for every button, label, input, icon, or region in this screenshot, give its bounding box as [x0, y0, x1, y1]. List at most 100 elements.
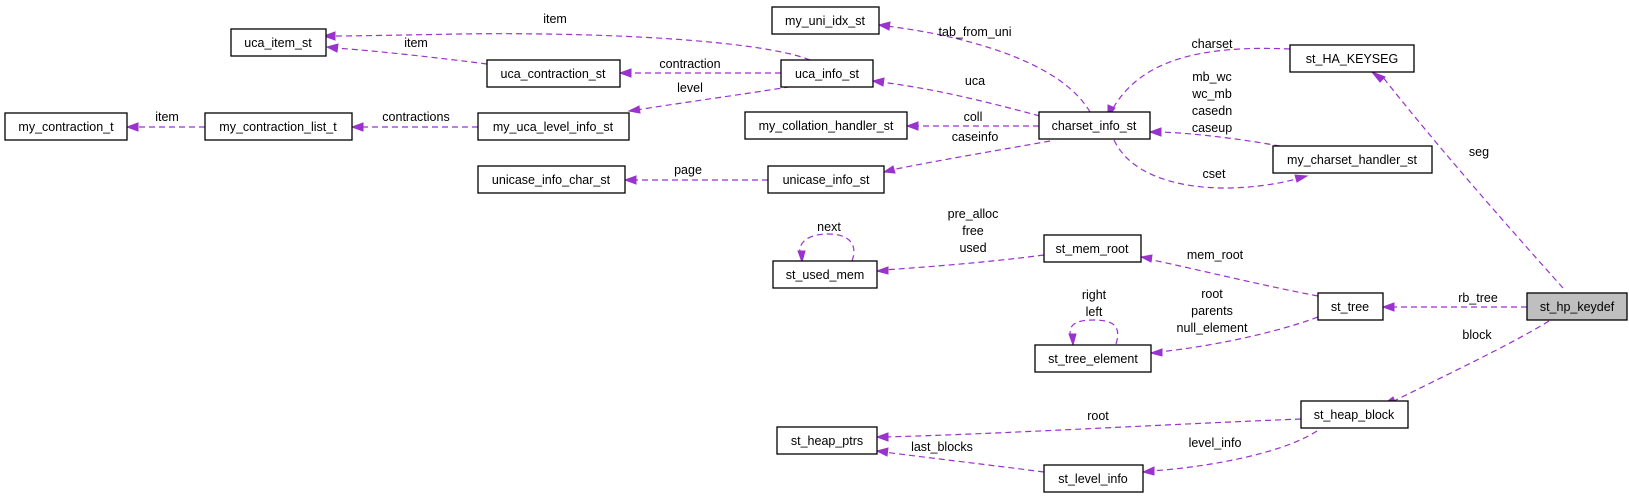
edge-caseinfo: caseinfo	[882, 130, 1051, 174]
node-label: st_heap_block	[1314, 408, 1395, 422]
edge-right-left: right left	[1068, 288, 1119, 347]
node-st-tree-element[interactable]: st_tree_element	[1034, 344, 1152, 373]
node-label: st_tree	[1331, 300, 1369, 314]
edge-funcs: mb_wc wc_mb casedn caseup	[1148, 70, 1291, 149]
edge-label-item-list: item	[155, 110, 179, 124]
node-charset-info-st[interactable]: charset_info_st	[1038, 111, 1151, 140]
node-label: my_charset_handler_st	[1287, 153, 1417, 167]
edge-coll: coll	[905, 110, 1039, 131]
edge-tree-element: root parents null_element	[1149, 287, 1319, 357]
edge-uca: uca	[871, 74, 1041, 117]
edge-label-next: next	[817, 220, 841, 234]
edge-label-root-tree: root	[1201, 287, 1223, 301]
node-uca-item-st[interactable]: uca_item_st	[230, 28, 327, 57]
edge-level: level	[627, 81, 801, 114]
node-label: uca_item_st	[244, 36, 312, 50]
node-my-contraction-t[interactable]: my_contraction_t	[4, 112, 128, 141]
edge-label-block: block	[1462, 328, 1492, 342]
node-st-ha-keyseg[interactable]: st_HA_KEYSEG	[1289, 44, 1415, 73]
node-label: unicase_info_char_st	[492, 173, 611, 187]
edge-label-wc-mb: wc_mb	[1191, 87, 1232, 101]
node-label: charset_info_st	[1052, 119, 1137, 133]
node-st-used-mem[interactable]: st_used_mem	[772, 260, 878, 289]
node-st-tree[interactable]: st_tree	[1317, 292, 1384, 321]
edge-page: page	[623, 163, 768, 185]
edge-label-last-blocks: last_blocks	[911, 440, 973, 454]
edge-block: block	[1382, 320, 1550, 405]
node-my-uca-level-info-st[interactable]: my_uca_level_info_st	[477, 112, 630, 141]
node-label: st_HA_KEYSEG	[1306, 52, 1398, 66]
node-label: st_level_info	[1058, 472, 1128, 486]
node-label: my_collation_handler_st	[759, 119, 894, 133]
node-label: st_hp_keydef	[1540, 300, 1615, 314]
node-uca-info-st[interactable]: uca_info_st	[780, 59, 874, 88]
node-label: st_used_mem	[786, 268, 865, 282]
node-label: my_uni_idx_st	[785, 14, 865, 28]
node-label: my_contraction_t	[18, 120, 114, 134]
edge-label-item-uca: item	[543, 12, 567, 26]
edge-next: next	[797, 220, 855, 264]
node-my-charset-handler-st[interactable]: my_charset_handler_st	[1272, 145, 1433, 174]
edge-label-mb-wc: mb_wc	[1192, 70, 1232, 84]
node-label: uca_contraction_st	[501, 67, 606, 81]
edge-label-mem-root: mem_root	[1187, 248, 1244, 262]
edge-tab-from-uni: tab_from_uni	[877, 21, 1091, 113]
edge-label-tab-from-uni: tab_from_uni	[939, 25, 1012, 39]
node-label: my_uca_level_info_st	[493, 120, 614, 134]
node-st-heap-ptrs[interactable]: st_heap_ptrs	[776, 426, 878, 455]
node-st-hp-keydef[interactable]: st_hp_keydef	[1526, 292, 1628, 321]
edge-heap-root: root	[875, 409, 1302, 442]
edge-label-uca: uca	[965, 74, 985, 88]
node-label: unicase_info_st	[783, 173, 870, 187]
edge-label-right: right	[1082, 288, 1107, 302]
edge-label-null-element: null_element	[1177, 321, 1248, 335]
edge-label-rb-tree: rb_tree	[1458, 291, 1498, 305]
node-my-uni-idx-st[interactable]: my_uni_idx_st	[771, 6, 880, 35]
edge-uca-item: item	[322, 12, 811, 61]
edge-seg: seg	[1370, 70, 1564, 289]
edge-label-root-heap: root	[1087, 409, 1109, 423]
edge-label-used: used	[959, 241, 986, 255]
node-label: my_contraction_list_t	[219, 120, 337, 134]
edge-label-level-info: level_info	[1189, 436, 1242, 450]
edge-mem-root: mem_root	[1139, 248, 1319, 297]
edge-rb-tree: rb_tree	[1381, 291, 1527, 312]
edge-label-seg: seg	[1469, 145, 1489, 159]
node-st-mem-root[interactable]: st_mem_root	[1043, 234, 1142, 263]
node-unicase-info-st[interactable]: unicase_info_st	[767, 165, 885, 194]
edge-last-blocks: last_blocks	[875, 440, 1045, 473]
edge-label-level: level	[677, 81, 703, 95]
edge-label-parents: parents	[1191, 304, 1233, 318]
edge-label-caseup: caseup	[1192, 121, 1232, 135]
node-label: st_mem_root	[1056, 242, 1129, 256]
edge-label-item-contraction: item	[404, 36, 428, 50]
edge-list-item: item	[125, 110, 205, 132]
edge-label-contraction: contraction	[659, 57, 720, 71]
edge-label-pre-alloc: pre_alloc	[948, 207, 999, 221]
edge-label-charset: charset	[1192, 37, 1234, 51]
edge-label-page: page	[674, 163, 702, 177]
edge-contractions: contractions	[350, 110, 478, 132]
edge-contraction: contraction	[618, 57, 781, 78]
edge-label-left: left	[1086, 305, 1103, 319]
node-st-heap-block[interactable]: st_heap_block	[1300, 400, 1409, 429]
node-my-contraction-list-t[interactable]: my_contraction_list_t	[204, 112, 353, 141]
edge-label-free: free	[962, 224, 984, 238]
node-st-level-info[interactable]: st_level_info	[1043, 464, 1144, 493]
edge-label-cset: cset	[1203, 167, 1226, 181]
edge-label-coll: coll	[964, 110, 983, 124]
edge-contraction-item: item	[325, 36, 488, 65]
edge-label-contractions: contractions	[382, 110, 449, 124]
node-my-collation-handler-st[interactable]: my_collation_handler_st	[744, 111, 908, 140]
edge-label-casedn: casedn	[1192, 104, 1232, 118]
node-unicase-info-char-st[interactable]: unicase_info_char_st	[477, 165, 626, 194]
edge-cset: cset	[1113, 139, 1309, 189]
edge-label-caseinfo: caseinfo	[952, 130, 999, 144]
edge-used-mem: pre_alloc free used	[875, 207, 1045, 275]
node-label: st_tree_element	[1048, 352, 1138, 366]
node-uca-contraction-st[interactable]: uca_contraction_st	[486, 59, 621, 88]
node-label: uca_info_st	[795, 67, 859, 81]
node-label: st_heap_ptrs	[791, 434, 863, 448]
edge-level-info: level_info	[1141, 430, 1318, 476]
